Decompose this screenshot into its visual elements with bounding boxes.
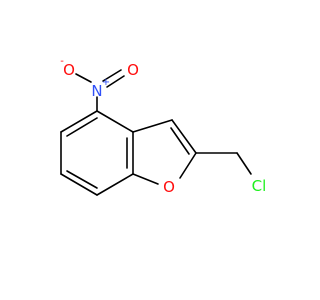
chlorine-label: Cl — [252, 177, 267, 195]
bond-c3-c2 — [171, 119, 197, 154]
nitro-oxygen-left-charge: - — [60, 56, 64, 67]
bond-c2-o1 — [179, 152, 197, 179]
bond-inner-c3-c2 — [170, 127, 190, 155]
bond-c7a-c3a — [96, 110, 134, 133]
nitro-group — [75, 69, 125, 112]
furan-ring — [132, 119, 197, 185]
bond-inner-c4-c3a — [66, 117, 98, 137]
bond-c6-c5 — [60, 173, 98, 196]
nitro-oxygen-top-label: O — [127, 61, 139, 79]
chloromethyl-group — [195, 152, 252, 175]
nitro-nitrogen-charge: + — [102, 77, 110, 88]
molecule-drawing: N + O O - O Cl — [60, 56, 267, 196]
bond-c4-c3a — [60, 110, 98, 133]
bond-n-o-left — [75, 73, 92, 83]
furan-oxygen-label: O — [163, 178, 175, 196]
bond-o1-c7 — [132, 173, 159, 185]
bond-c7a-c3 — [132, 119, 173, 133]
bond-inner-c6-c5 — [66, 170, 98, 189]
benzene-ring — [60, 110, 134, 196]
nitro-nitrogen-label: N — [91, 82, 102, 100]
bond-n-o-top-2 — [106, 75, 125, 88]
bond-n-o-top-1 — [102, 69, 122, 82]
bond-c7-c6 — [96, 173, 134, 196]
nitro-oxygen-left-label: O — [63, 61, 75, 79]
bond-ch2-cl — [236, 152, 252, 175]
structure-canvas: N + O O - O Cl — [60, 56, 267, 196]
